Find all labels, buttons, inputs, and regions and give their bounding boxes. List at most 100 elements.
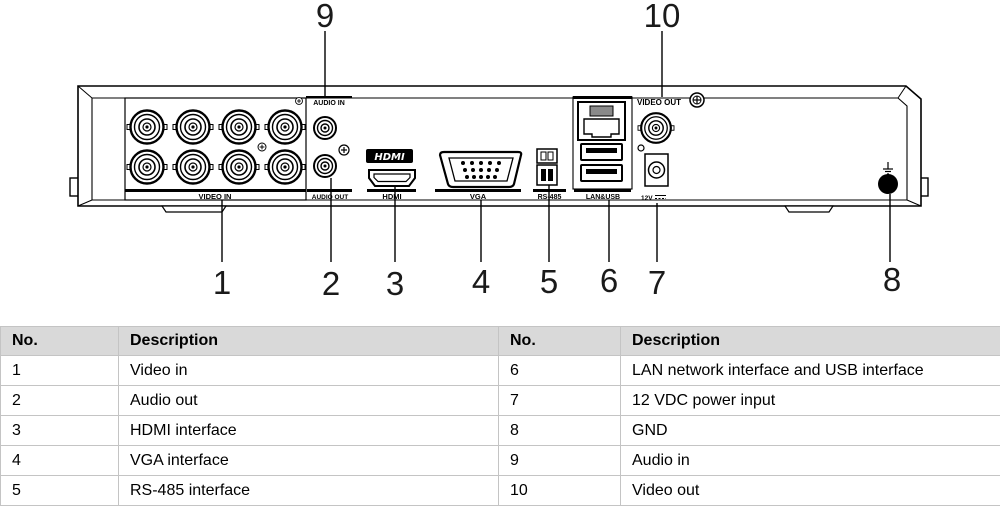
power-jack-ring (647, 161, 666, 179)
chassis-foot (160, 205, 228, 213)
row-description-right: GND (620, 415, 1000, 446)
row-description-left: VGA interface (118, 445, 499, 476)
power-jack-icon (644, 153, 669, 187)
callout-10: 10 (644, 0, 681, 34)
callout-2: 2 (322, 265, 340, 302)
audio-in-label: AUDIO IN (313, 100, 345, 107)
video-out-port: VIDEO OUT (636, 98, 681, 152)
callout-8: 8 (883, 261, 901, 298)
row-description-right: Audio in (620, 445, 1000, 476)
chassis-bevel (77, 85, 93, 99)
row-description-right: LAN network interface and USB interface (620, 355, 1000, 386)
screw-icon (689, 92, 705, 108)
terminal-slot (540, 151, 547, 161)
rj45-opening (583, 118, 620, 138)
interface-description-table: No. Description No. Description 1 Video … (0, 326, 1000, 506)
row-description-left: HDMI interface (118, 415, 499, 446)
vga-connector-inner (448, 157, 514, 182)
rca-audio-in-icon (313, 116, 337, 140)
table-row: 4 VGA interface 9 Audio in (0, 445, 1000, 476)
row-no-left: 1 (0, 355, 119, 386)
terminal-slot (548, 169, 553, 181)
video-out-label: VIDEO OUT (637, 98, 681, 107)
label-bar (574, 189, 631, 192)
hdmi-connector-icon (368, 169, 416, 187)
table-header-row: No. Description No. Description (0, 326, 1000, 356)
label-bar (306, 96, 352, 99)
row-description-left: Audio out (118, 385, 499, 416)
rs485-terminal-bottom (536, 164, 558, 186)
vga-label: VGA (470, 192, 487, 201)
row-no-left: 2 (0, 385, 119, 416)
row-no-right: 6 (498, 355, 621, 386)
video-in-frame (124, 97, 307, 201)
video-in-label: VIDEO IN (199, 192, 232, 201)
header-no-right: No. (498, 326, 621, 356)
rear-panel-diagram: VIDEO IN AUDIO IN AUDIO OUT HDMI HDMI VG… (69, 0, 929, 302)
chassis-inner-frame (91, 97, 908, 201)
chassis-bevel (897, 85, 907, 99)
table-row: 5 RS-485 interface 10 Video out (0, 475, 1000, 506)
rs485-terminal-top (536, 148, 558, 164)
callout-1: 1 (213, 264, 231, 301)
power-label: 12V (641, 195, 653, 202)
row-description-right: Video out (620, 475, 1000, 506)
usb-tongue (586, 148, 617, 153)
video-in-panel: VIDEO IN (124, 97, 307, 201)
label-bar (307, 189, 352, 192)
table-row: 2 Audio out 7 12 VDC power input (0, 385, 1000, 416)
chassis-bevel (77, 199, 93, 207)
audio-out-label: AUDIO OUT (312, 194, 349, 201)
dc-symbol-icon (655, 195, 666, 199)
callout-5: 5 (540, 263, 558, 300)
label-bar (367, 189, 416, 192)
row-no-right: 9 (498, 445, 621, 476)
indicator-hole (637, 144, 645, 152)
row-no-left: 4 (0, 445, 119, 476)
rca-audio-out-icon (313, 154, 337, 178)
row-no-left: 5 (0, 475, 119, 506)
vga-port: VGA (435, 150, 523, 201)
audio-ports: AUDIO IN AUDIO OUT (295, 96, 352, 201)
lan-usb-label: LAN&USB (586, 194, 620, 201)
row-description-right: 12 VDC power input (620, 385, 1000, 416)
terminal-slot (547, 151, 554, 161)
hdmi-logo-text: HDMI (374, 152, 405, 163)
header-description-right: Description (620, 326, 1000, 356)
label-bar (435, 189, 521, 192)
power-jack-pin (652, 165, 661, 175)
callout-7: 7 (648, 264, 666, 301)
hdmi-label: HDMI (382, 192, 401, 201)
screw-icon (295, 97, 303, 105)
gnd-terminal (878, 162, 898, 194)
row-no-right: 8 (498, 415, 621, 446)
gnd-post-icon (878, 174, 898, 194)
table-row: 1 Video in 6 LAN network interface and U… (0, 355, 1000, 386)
leader-lines (221, 31, 891, 262)
header-description-left: Description (118, 326, 499, 356)
power-input-12v: 12V (641, 153, 669, 202)
row-description-left: Video in (118, 355, 499, 386)
screw-icon (257, 142, 267, 152)
callout-3: 3 (386, 265, 404, 302)
terminal-slot (541, 169, 546, 181)
callout-4: 4 (472, 263, 490, 300)
lan-usb-port: LAN&USB (572, 96, 633, 201)
rj45-contacts (589, 105, 614, 117)
callout-9: 9 (316, 0, 334, 34)
hdmi-logo (366, 149, 413, 163)
screw-icon (338, 144, 350, 156)
hdmi-port: HDMI HDMI (366, 149, 416, 201)
row-no-right: 7 (498, 385, 621, 416)
callout-6: 6 (600, 262, 618, 299)
header-no-left: No. (0, 326, 119, 356)
table-row: 3 HDMI interface 8 GND (0, 415, 1000, 446)
vga-pins (461, 161, 501, 179)
row-no-right: 10 (498, 475, 621, 506)
hdmi-connector-inner (373, 173, 411, 183)
usb-tongue (586, 169, 617, 174)
row-no-left: 3 (0, 415, 119, 446)
row-description-left: RS-485 interface (118, 475, 499, 506)
chassis-bevel (906, 199, 922, 207)
